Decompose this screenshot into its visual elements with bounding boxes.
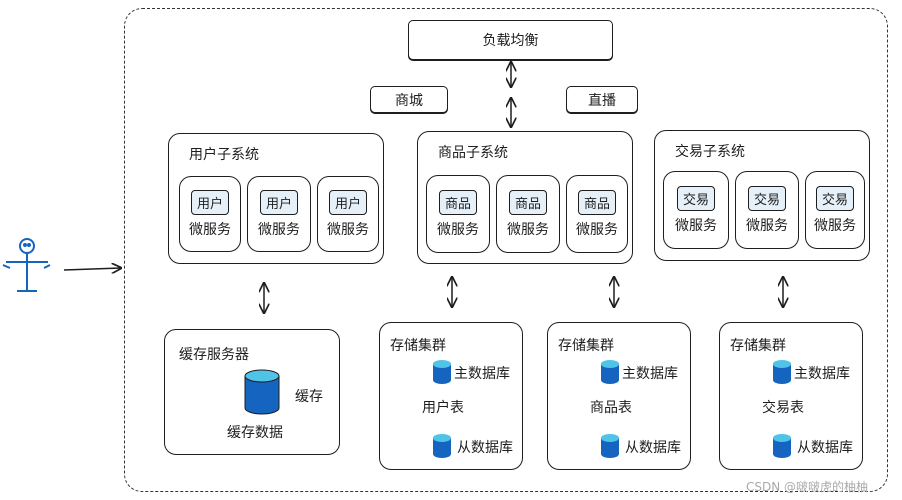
cache-database-icon [244, 369, 280, 415]
service-tag: 商品 [577, 189, 616, 215]
service-label: 微服务 [507, 221, 549, 238]
user-service-2: 用户 微服务 [247, 176, 311, 252]
service-tag: 交易 [815, 185, 854, 211]
storage-title: 存储集群 [558, 338, 614, 354]
service-label: 微服务 [814, 217, 856, 234]
watermark: CSDN @啵啵虎的柚柚 [746, 480, 869, 494]
cache-server: 缓存服务器 缓存 缓存数据 [164, 329, 340, 455]
cache-label: 缓存 [295, 389, 323, 405]
product-service-2: 商品 微服务 [496, 175, 560, 253]
service-label: 微服务 [576, 221, 618, 238]
storage-cluster-trade: 存储集群 主数据库 交易表 从数据库 [719, 322, 863, 470]
live-label: 直播 [588, 92, 616, 109]
service-tag: 用户 [259, 189, 298, 215]
slave-db-icon [433, 434, 451, 458]
slave-db-label: 从数据库 [797, 440, 853, 456]
user-service-3: 用户 微服务 [317, 176, 379, 252]
live-box: 直播 [566, 86, 638, 113]
trade-service-3: 交易 微服务 [805, 171, 865, 249]
service-tag: 交易 [676, 185, 715, 211]
service-tag: 交易 [747, 185, 786, 211]
master-db-label: 主数据库 [454, 366, 510, 382]
cache-server-title: 缓存服务器 [179, 347, 249, 363]
service-label: 微服务 [189, 221, 231, 238]
trade-service-1: 交易 微服务 [663, 171, 729, 249]
cache-data-label: 缓存数据 [227, 425, 283, 441]
slave-db-icon [601, 434, 619, 458]
slave-db-icon [773, 434, 791, 458]
load-balancer-label: 负载均衡 [482, 33, 539, 49]
user-arrow [63, 268, 121, 270]
master-db-icon [433, 360, 451, 384]
user-subsystem: 用户子系统 用户 微服务 用户 微服务 用户 微服务 [168, 133, 384, 264]
service-label: 微服务 [746, 217, 788, 234]
table-label: 交易表 [762, 400, 804, 416]
master-db-label: 主数据库 [794, 366, 850, 382]
mall-box: 商城 [370, 86, 448, 113]
product-subsystem-title: 商品子系统 [438, 145, 508, 161]
trade-service-2: 交易 微服务 [735, 171, 799, 249]
storage-title: 存储集群 [730, 338, 786, 354]
user-figure-icon [2, 238, 51, 292]
service-tag: 用户 [190, 189, 229, 215]
product-service-1: 商品 微服务 [426, 175, 490, 253]
master-db-label: 主数据库 [622, 366, 678, 382]
master-db-icon [773, 360, 791, 384]
service-label: 微服务 [258, 221, 300, 238]
trade-subsystem-title: 交易子系统 [675, 144, 745, 160]
slave-db-label: 从数据库 [457, 440, 513, 456]
system-boundary [124, 8, 888, 492]
service-tag: 商品 [508, 189, 547, 215]
service-label: 微服务 [327, 221, 369, 238]
table-label: 用户表 [422, 400, 464, 416]
slave-db-label: 从数据库 [625, 440, 681, 456]
service-tag: 用户 [328, 189, 367, 215]
storage-cluster-product: 存储集群 主数据库 商品表 从数据库 [547, 322, 691, 470]
user-service-1: 用户 微服务 [179, 176, 241, 252]
storage-cluster-user: 存储集群 主数据库 用户表 从数据库 [379, 322, 523, 470]
service-label: 微服务 [675, 217, 717, 234]
load-balancer-box: 负载均衡 [408, 20, 613, 60]
mall-label: 商城 [395, 92, 423, 109]
product-subsystem: 商品子系统 商品 微服务 商品 微服务 商品 微服务 [417, 131, 633, 264]
product-service-3: 商品 微服务 [566, 175, 628, 253]
user-subsystem-title: 用户子系统 [189, 147, 259, 163]
master-db-icon [601, 360, 619, 384]
service-label: 微服务 [437, 221, 479, 238]
service-tag: 商品 [438, 189, 477, 215]
storage-title: 存储集群 [390, 338, 446, 354]
trade-subsystem: 交易子系统 交易 微服务 交易 微服务 交易 微服务 [654, 130, 870, 261]
table-label: 商品表 [590, 400, 632, 416]
